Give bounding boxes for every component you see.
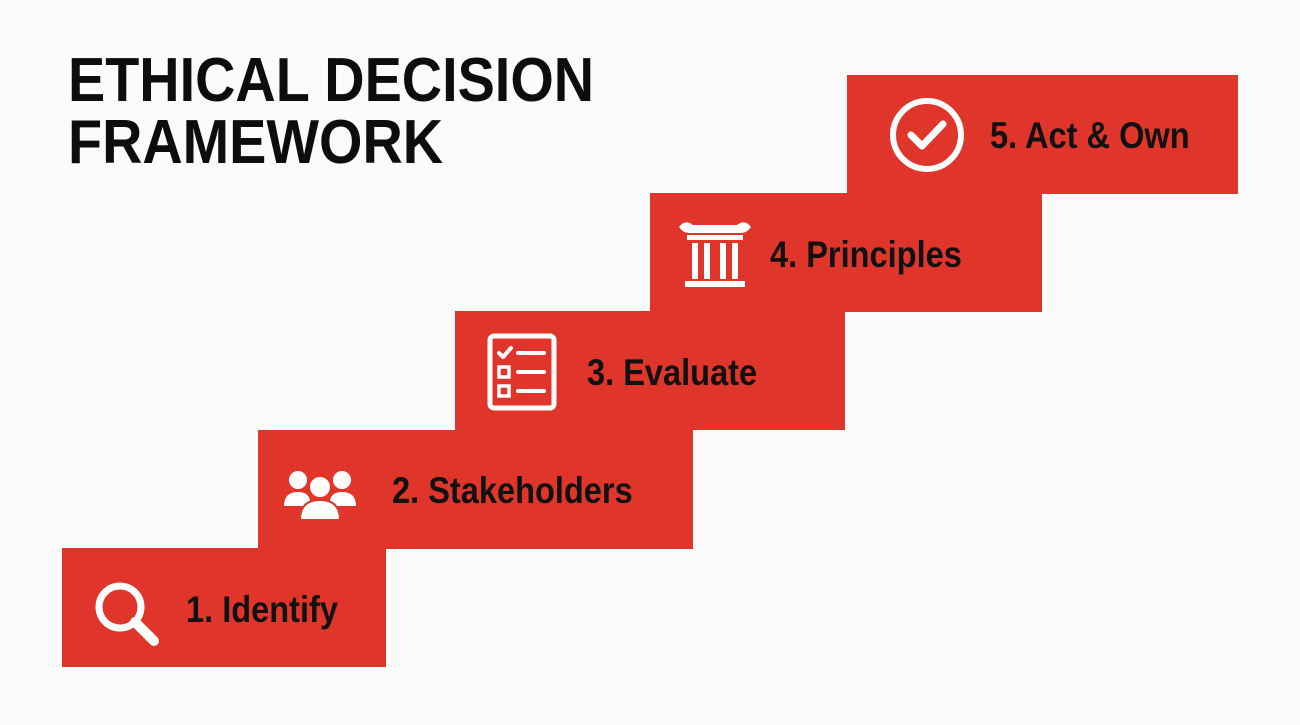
step-1-identify: 1. Identify (62, 548, 386, 667)
step-5-act-and-own: 5. Act & Own (847, 75, 1238, 194)
column-pillar-icon (675, 213, 755, 293)
step-label: 5. Act & Own (990, 115, 1190, 156)
step-4-principles: 4. Principles (650, 193, 1042, 312)
check-circle-icon (887, 95, 967, 175)
step-label: 3. Evaluate (587, 352, 758, 393)
step-label: 1. Identify (186, 589, 338, 630)
people-group-icon (280, 454, 360, 534)
title-line-1: ETHICAL DECISION (68, 46, 595, 115)
magnifier-icon (86, 573, 166, 653)
step-label: 2. Stakeholders (392, 470, 633, 511)
title-line-2: FRAMEWORK (68, 108, 444, 177)
step-3-evaluate: 3. Evaluate (455, 311, 845, 430)
diagram-title: ETHICAL DECISION FRAMEWORK (68, 50, 594, 174)
step-2-stakeholders: 2. Stakeholders (258, 430, 693, 549)
step-label: 4. Principles (770, 234, 962, 275)
checklist-icon (482, 332, 562, 412)
